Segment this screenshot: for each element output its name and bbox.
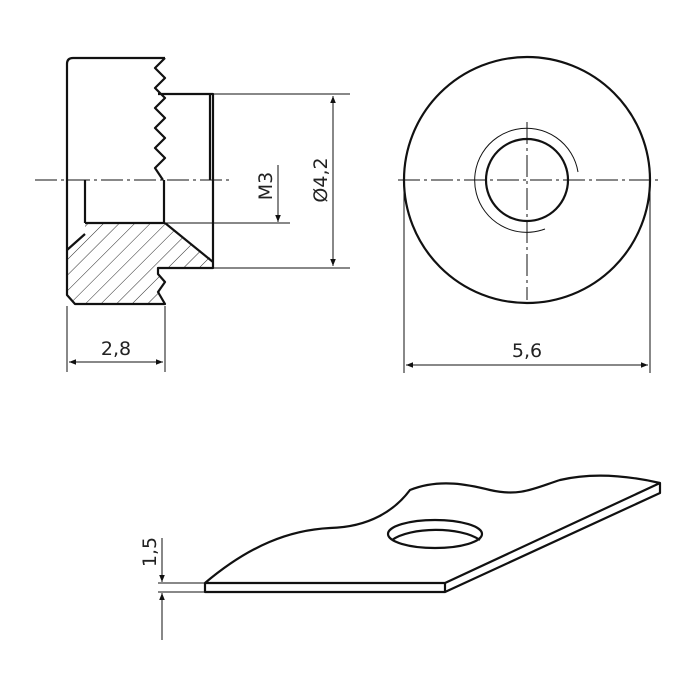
- thread-dim-label: M3: [255, 172, 277, 200]
- thickness-dim-label: 1,5: [139, 537, 161, 567]
- hatched-section: [67, 223, 213, 304]
- plate-outline: [203, 474, 662, 594]
- part-outline: [65, 56, 215, 306]
- diameter-dim-label: Ø4,2: [310, 157, 332, 202]
- width-dim-label: 2,8: [101, 338, 131, 360]
- outer-dim-label: 5,6: [512, 340, 542, 362]
- thread-arc: [474, 127, 579, 233]
- side-view: 2,8 M3 Ø4,2: [35, 56, 350, 372]
- iso-view: 1,5: [139, 474, 662, 640]
- front-view: 5,6: [398, 55, 658, 373]
- plate-hole: [386, 518, 484, 550]
